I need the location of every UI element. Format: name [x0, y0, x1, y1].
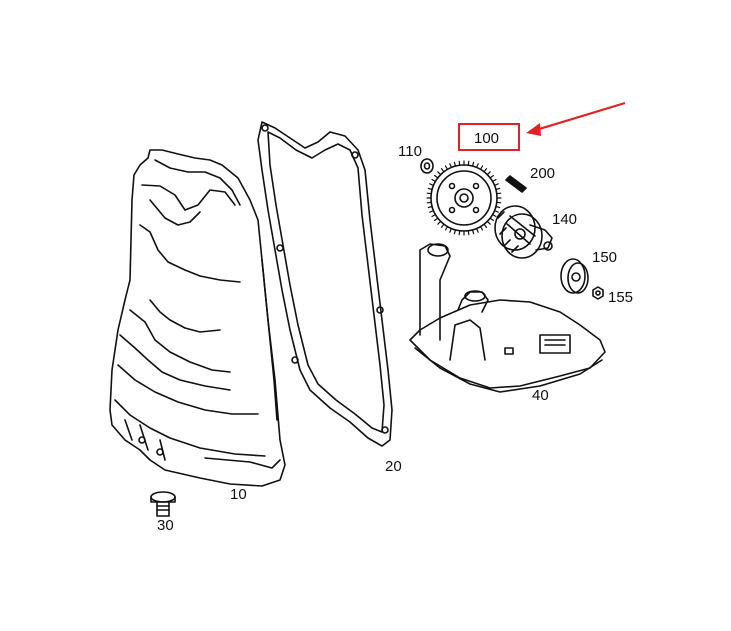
label-part-155: 155: [608, 289, 634, 306]
label-part-100: 100: [474, 130, 500, 147]
label-part-20: 20: [385, 458, 402, 475]
pin-part-200: [505, 175, 527, 193]
highlight-arrow: [526, 101, 626, 136]
drum-part-140: [494, 205, 553, 259]
label-part-150: 150: [592, 249, 618, 266]
label-part-10: 10: [230, 486, 247, 503]
label-part-110: 110: [398, 143, 422, 160]
bolt-part-30: [150, 491, 176, 517]
filter-part-40: [409, 243, 606, 393]
gasket-part-20: [257, 121, 393, 447]
label-part-200: 200: [530, 165, 556, 182]
oil-pan-part-10: [109, 149, 286, 487]
pulley-part-150: [560, 258, 589, 294]
label-part-140: 140: [552, 211, 578, 228]
label-part-40: 40: [532, 387, 549, 404]
gear-part-100: [426, 160, 502, 236]
washer-part-110: [420, 158, 434, 174]
nut-part-155: [592, 286, 604, 300]
highlight-box: [458, 123, 520, 151]
label-part-30: 30: [157, 517, 174, 534]
